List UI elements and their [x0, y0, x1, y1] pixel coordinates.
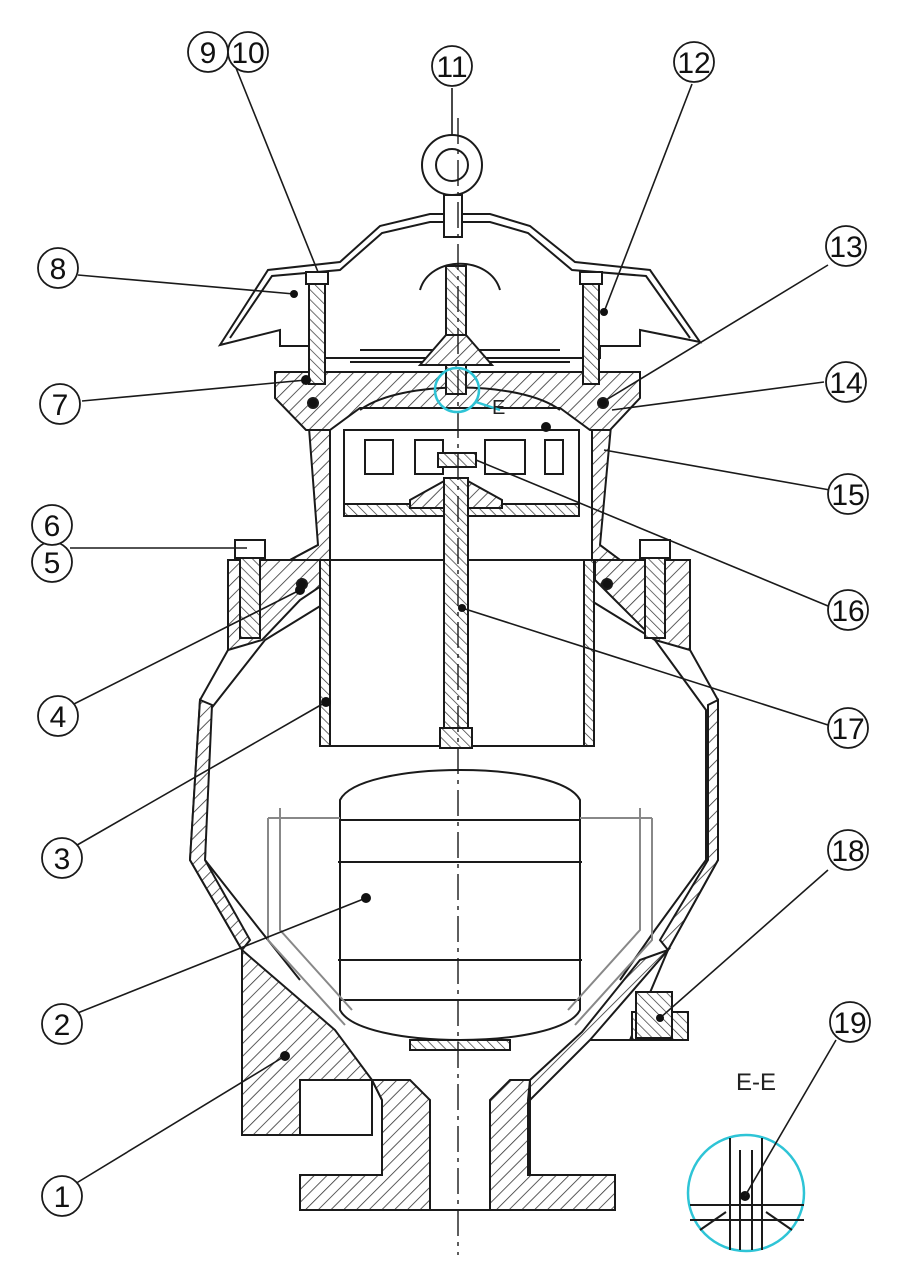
callout-13: 13 — [825, 225, 867, 267]
svg-text:17: 17 — [831, 713, 864, 746]
callout-17: 17 — [827, 707, 869, 749]
svg-text:10: 10 — [231, 37, 264, 70]
section-ee-detail: E-E — [686, 1069, 806, 1253]
svg-text:7: 7 — [52, 389, 69, 422]
svg-text:18: 18 — [831, 835, 864, 868]
callout-6: 6 — [31, 504, 73, 546]
detail-e-marker-circle — [433, 366, 481, 414]
section-ee-label: E-E — [736, 1069, 776, 1096]
callout-5: 5 — [31, 541, 73, 583]
callout-11: 11 — [431, 45, 473, 87]
callout-16: 16 — [827, 589, 869, 631]
callout-15: 15 — [827, 473, 869, 515]
callout-14: 14 — [825, 361, 867, 403]
detail-e-marker-label: E — [492, 397, 505, 419]
svg-text:14: 14 — [829, 367, 862, 400]
svg-text:16: 16 — [831, 595, 864, 628]
leader-dots — [280, 290, 664, 1061]
callout-18: 18 — [827, 829, 869, 871]
svg-text:12: 12 — [677, 47, 710, 80]
svg-text:5: 5 — [44, 547, 61, 580]
callout-7: 7 — [39, 383, 81, 425]
svg-text:11: 11 — [436, 51, 467, 84]
valve-body — [188, 559, 719, 1211]
svg-text:9: 9 — [200, 37, 217, 70]
svg-text:15: 15 — [831, 479, 864, 512]
float-ball — [267, 769, 653, 1051]
detail-e-leader — [475, 400, 501, 412]
callout-8: 8 — [37, 247, 79, 289]
callout-10: 10 — [227, 31, 269, 73]
svg-text:19: 19 — [833, 1007, 866, 1040]
callout-12: 12 — [673, 41, 715, 83]
svg-text:1: 1 — [54, 1181, 71, 1214]
callout-19: 19 — [829, 1001, 871, 1043]
callout-2: 2 — [41, 1003, 83, 1045]
svg-text:13: 13 — [829, 231, 862, 264]
callout-9: 9 — [187, 31, 229, 73]
svg-text:2: 2 — [54, 1009, 71, 1042]
svg-text:6: 6 — [44, 510, 61, 543]
svg-text:3: 3 — [54, 843, 71, 876]
leader-lines — [61, 57, 837, 1197]
callout-3: 3 — [41, 837, 83, 879]
flange-bolts — [234, 271, 671, 639]
svg-text:4: 4 — [50, 701, 67, 734]
callout-1: 1 — [41, 1175, 83, 1217]
callout-4: 4 — [37, 695, 79, 737]
svg-text:8: 8 — [50, 253, 67, 286]
